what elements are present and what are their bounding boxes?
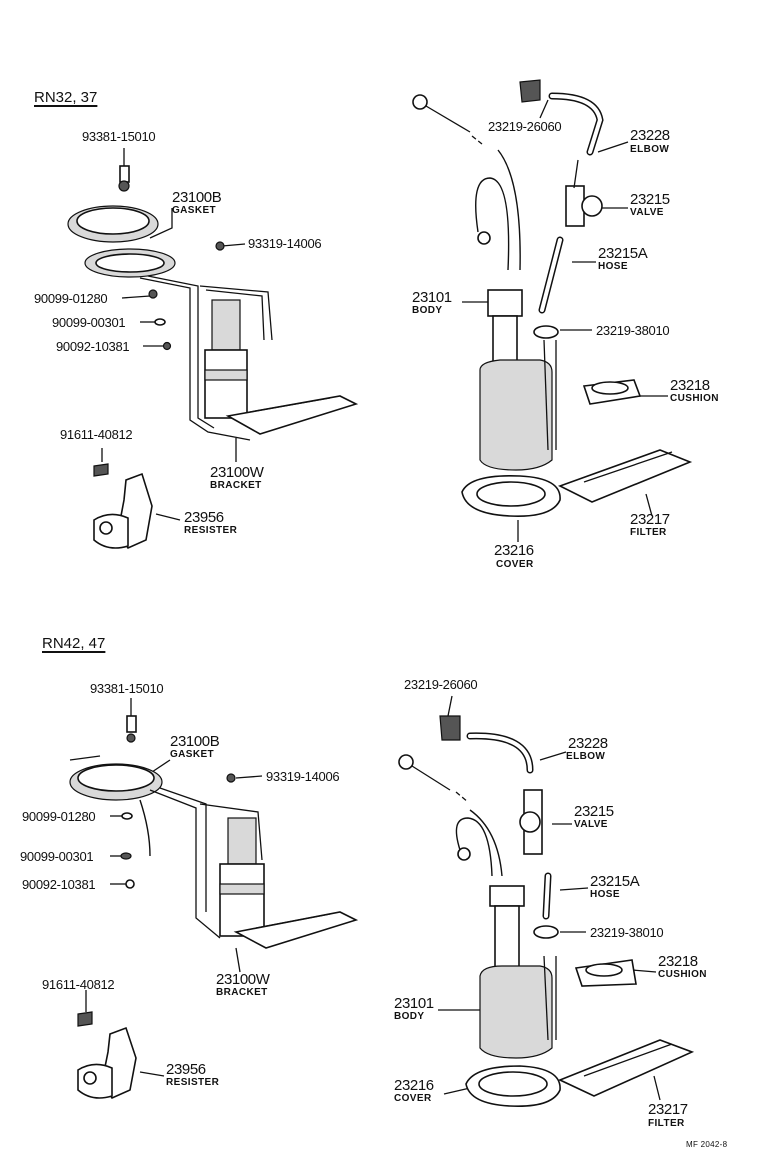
part-number-bolt: 93381-15010 [90, 681, 164, 696]
part-number-90099-00301: 90099-00301 [52, 315, 126, 330]
leader-lines-top-right [462, 99, 668, 542]
resister-top-left [93, 463, 153, 550]
part-number-gasket: 23100B [170, 733, 220, 750]
part-number-valve: 23215 [630, 191, 670, 208]
pump-assembly-top-right [412, 79, 693, 517]
part-name-cover: COVER [394, 1093, 432, 1104]
part-name-cover: COVER [496, 559, 534, 570]
part-number-clamp-2: 23219-38010 [596, 323, 670, 338]
part-name-gasket: GASKET [172, 205, 217, 216]
part-number-bracket: 23100W [210, 464, 264, 481]
section-header-rn32-37: RN32, 37 [34, 89, 98, 106]
part-number-cushion: 23218 [658, 953, 698, 970]
part-number-90099-01280: 90099-01280 [22, 809, 96, 824]
section-header-rn42-47: RN42, 47 [42, 635, 106, 652]
part-number-hose: 23215A [590, 873, 640, 890]
part-number-bolt: 93381-15010 [82, 129, 156, 144]
part-number-elbow: 23228 [568, 735, 608, 752]
part-number-90099-01280: 90099-01280 [34, 291, 108, 306]
leader-lines-top-left [101, 148, 246, 521]
part-name-filter: FILTER [630, 527, 667, 538]
part-name-resister: RESISTER [184, 525, 238, 536]
part-number-clamp: 23219-26060 [488, 119, 562, 134]
part-number-bolt-2: 91611-40812 [42, 977, 115, 992]
pump-assembly-bottom-left [69, 715, 359, 949]
part-name-body: BODY [394, 1011, 425, 1022]
part-number-body: 23101 [412, 289, 452, 306]
part-name-elbow: ELBOW [566, 751, 606, 762]
resister-bottom-left [77, 1011, 137, 1100]
pump-assembly-bottom-right [398, 715, 695, 1107]
part-number-clamp-2: 23219-38010 [590, 925, 664, 940]
part-name-resister: RESISTER [166, 1077, 220, 1088]
part-number-elbow: 23228 [630, 127, 670, 144]
part-number-resister: 23956 [184, 509, 224, 526]
figure-code: MF 2042-8 [686, 1140, 728, 1149]
part-number-body: 23101 [394, 995, 434, 1012]
part-number-bracket: 23100W [216, 971, 270, 988]
part-name-valve: VALVE [574, 819, 608, 830]
part-number-screw: 93319-14006 [266, 769, 340, 784]
pump-assembly-top-left [67, 165, 359, 441]
part-number-hose: 23215A [598, 245, 648, 262]
part-number-cover: 23216 [394, 1077, 434, 1094]
part-number-gasket: 23100B [172, 189, 222, 206]
part-number-bolt-2: 91611-40812 [60, 427, 133, 442]
part-number-cover: 23216 [494, 542, 534, 559]
part-name-valve: VALVE [630, 207, 664, 218]
leader-lines-bottom-left [85, 698, 263, 1077]
part-name-bracket: BRACKET [210, 480, 262, 491]
part-name-bracket: BRACKET [216, 987, 268, 998]
part-name-cushion: CUSHION [670, 393, 719, 404]
part-number-screw: 93319-14006 [248, 236, 322, 251]
part-number-valve: 23215 [574, 803, 614, 820]
part-name-body: BODY [412, 305, 443, 316]
part-number-resister: 23956 [166, 1061, 206, 1078]
part-number-clamp: 23219-26060 [404, 677, 478, 692]
part-number-90092-10381: 90092-10381 [56, 339, 130, 354]
part-number-filter: 23217 [630, 511, 670, 528]
part-name-elbow: ELBOW [630, 144, 670, 155]
part-name-gasket: GASKET [170, 749, 215, 760]
part-number-90092-10381: 90092-10381 [22, 877, 96, 892]
part-number-cushion: 23218 [670, 377, 710, 394]
part-name-hose: HOSE [590, 889, 620, 900]
part-number-filter: 23217 [648, 1101, 688, 1118]
leader-lines-bottom-right [438, 695, 661, 1101]
part-name-filter: FILTER [648, 1118, 685, 1129]
part-name-hose: HOSE [598, 261, 628, 272]
part-name-cushion: CUSHION [658, 969, 707, 980]
part-number-90099-00301: 90099-00301 [20, 849, 94, 864]
